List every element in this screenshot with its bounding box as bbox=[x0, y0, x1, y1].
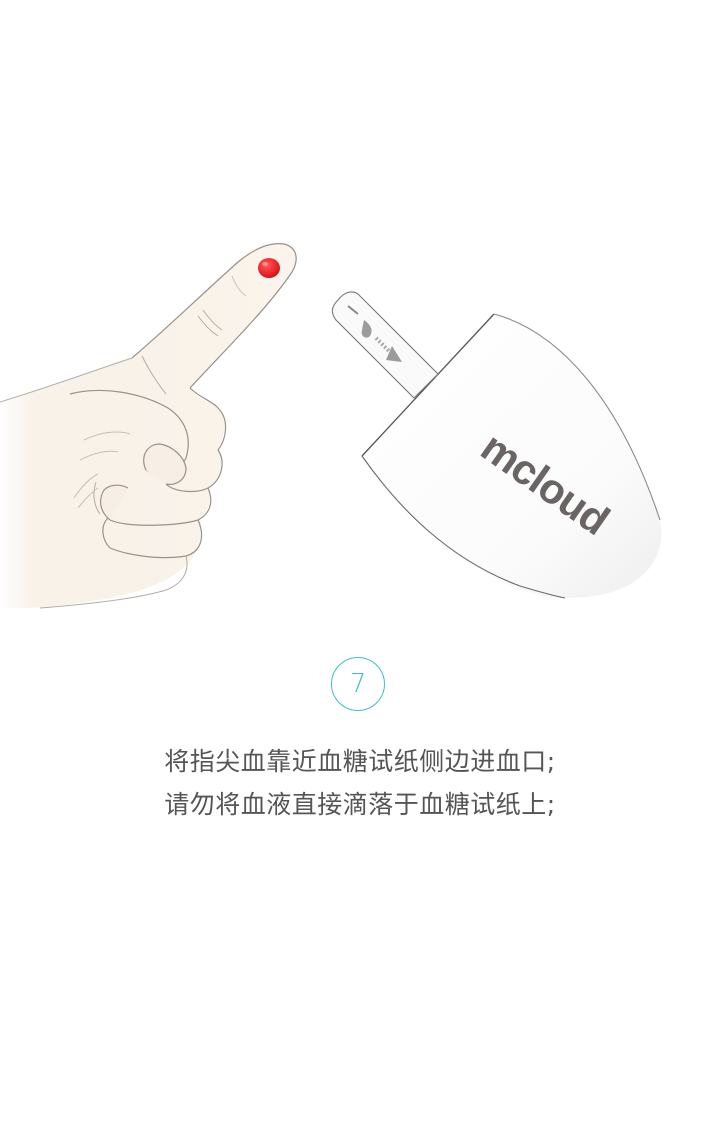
finger-meter-illustration: mcloud bbox=[0, 243, 662, 609]
instruction-text: 将指尖血靠近血糖试纸侧边进血口; 请勿将血液直接滴落于血糖试纸上; bbox=[0, 740, 720, 826]
hand bbox=[0, 243, 297, 609]
instruction-line-1: 将指尖血靠近血糖试纸侧边进血口; bbox=[164, 747, 556, 776]
instruction-line-2: 请勿将血液直接滴落于血糖试纸上; bbox=[164, 790, 556, 819]
blood-drop bbox=[258, 258, 280, 278]
glucose-meter: mcloud bbox=[361, 313, 662, 599]
step-number: 7 bbox=[349, 669, 367, 699]
step-number-badge: 7 bbox=[331, 657, 385, 711]
test-strip bbox=[331, 291, 439, 399]
